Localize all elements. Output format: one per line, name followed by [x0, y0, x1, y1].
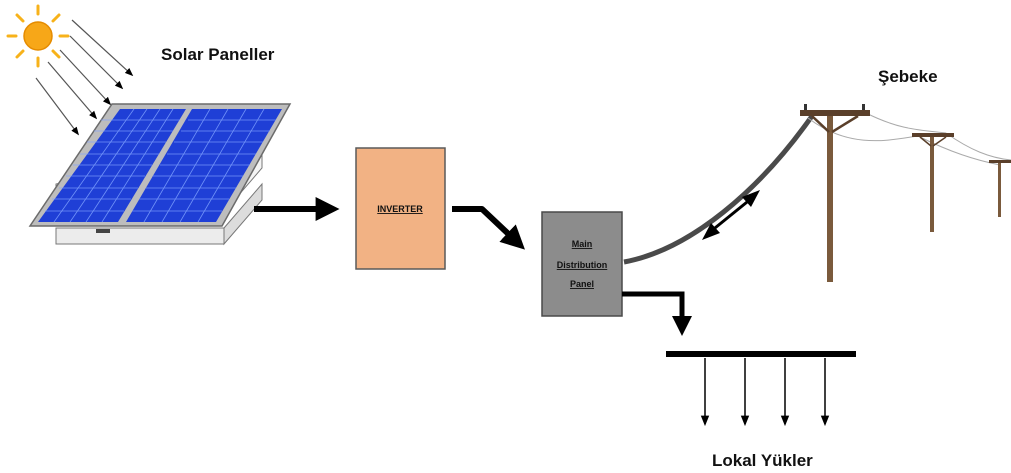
- grid-connection-line: [623, 114, 815, 265]
- sun-rays: [35, 19, 134, 136]
- inverter-box: INVERTER: [355, 147, 446, 270]
- local-loads-label: Lokal Yükler: [712, 451, 813, 470]
- bidirectional-arrow: [702, 190, 760, 240]
- arrow-inverter-to-panel: [452, 206, 525, 250]
- solar-panels-label: Solar Paneller: [161, 45, 275, 64]
- panel-label-line3: Panel: [570, 279, 594, 289]
- inverter-label: INVERTER: [377, 204, 423, 214]
- distribution-panel-box: Main Distribution Panel: [541, 211, 623, 317]
- arrow-panel-to-loads: [622, 291, 692, 336]
- panel-label-line1: Main: [572, 239, 593, 249]
- panel-label-line2: Distribution: [557, 260, 608, 270]
- solar-panel-icon: [28, 103, 292, 246]
- grid-label: Şebeke: [878, 67, 938, 86]
- load-arrows: [700, 358, 830, 427]
- power-pole-icon: [800, 104, 1011, 282]
- sun-icon: [6, 4, 70, 68]
